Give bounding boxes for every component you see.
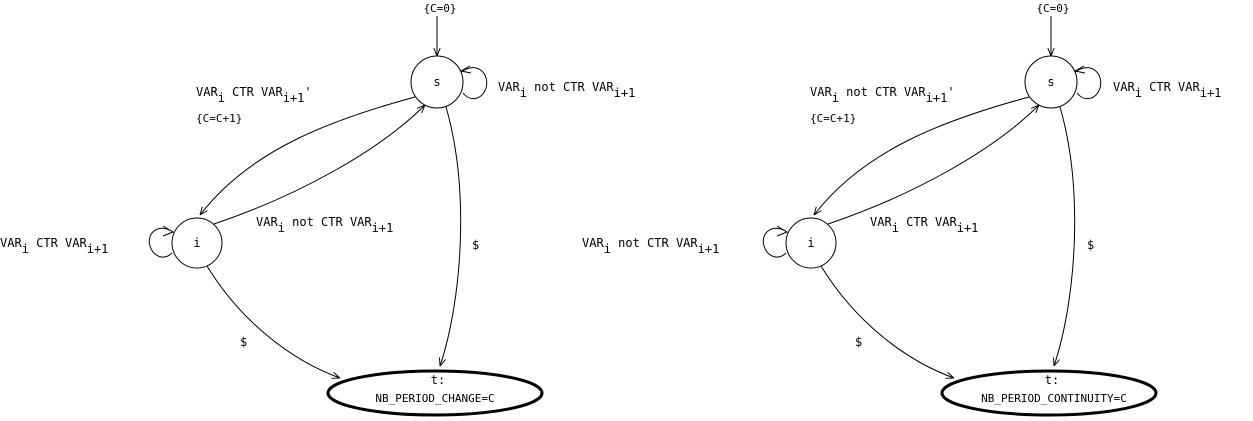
edge-s-to-i [814,96,1030,215]
state-t-final [326,369,544,417]
automaton-period-continuity: {C=0} s VARi CTR VARi+1 VARi not CTR VAR… [582,2,1221,417]
edge-s-to-i-label: VARi not CTR VARi+1' [810,85,955,105]
loop-i-edge [762,227,788,258]
edge-i-to-s-label: VARi CTR VARi+1 [870,215,978,235]
state-i-label: i [807,236,814,250]
edge-i-to-t [820,265,954,378]
final-counter-label: NB_PERIOD_CONTINUITY=C [981,392,1127,405]
loop-s-edge [460,67,488,100]
initial-assignment-label: {C=0} [1036,2,1069,15]
edge-i-to-t-label: $ [240,335,247,349]
state-i [171,217,223,269]
state-s-label: s [1047,75,1054,89]
state-s [1024,55,1078,109]
edge-i-to-s-label: VARi not CTR VARi+1 [256,215,393,235]
final-counter-label: NB_PERIOD_CHANGE=C [375,392,494,405]
edge-s-to-i-label: VARi CTR VARi+1' [196,85,312,105]
state-t-label: t: [431,373,445,387]
loop-i-label: VARi CTR VARi+1 [0,236,108,256]
edge-i-to-s [213,105,425,225]
edge-i-to-s [827,105,1039,225]
automaton-period-change: {C=0} s VARi not CTR VARi+1 VARi CTR VAR… [0,2,635,417]
edge-i-to-t [206,265,340,378]
loop-i-label: VARi not CTR VARi+1 [582,236,719,256]
state-i [785,217,837,269]
state-t-final [940,369,1158,417]
loop-s-arrowhead [1073,65,1086,74]
edge-i-to-t-label: $ [855,335,862,349]
edge-s-to-t-label: $ [1087,238,1094,252]
edge-s-to-i-assignment: {C=C+1} [196,112,242,125]
edge-s-to-i [200,96,416,215]
initial-assignment-label: {C=0} [423,2,456,15]
state-i-label: i [193,236,200,250]
loop-s-arrowhead [459,65,472,74]
state-s-label: s [433,75,440,89]
loop-s-label: VARi not CTR VARi+1 [498,80,635,100]
loop-s-label: VARi CTR VARi+1 [1113,80,1221,100]
state-s [410,55,464,109]
edge-s-to-t [1054,106,1076,366]
loop-i-arrowhead [776,225,789,237]
edge-s-to-t [440,106,462,366]
loop-i-arrowhead [162,225,175,237]
edge-s-to-t-label: $ [472,238,479,252]
state-t-label: t: [1045,373,1059,387]
loop-s-edge [1074,67,1102,100]
loop-i-edge [148,227,174,258]
edge-s-to-i-assignment: {C=C+1} [810,112,856,125]
